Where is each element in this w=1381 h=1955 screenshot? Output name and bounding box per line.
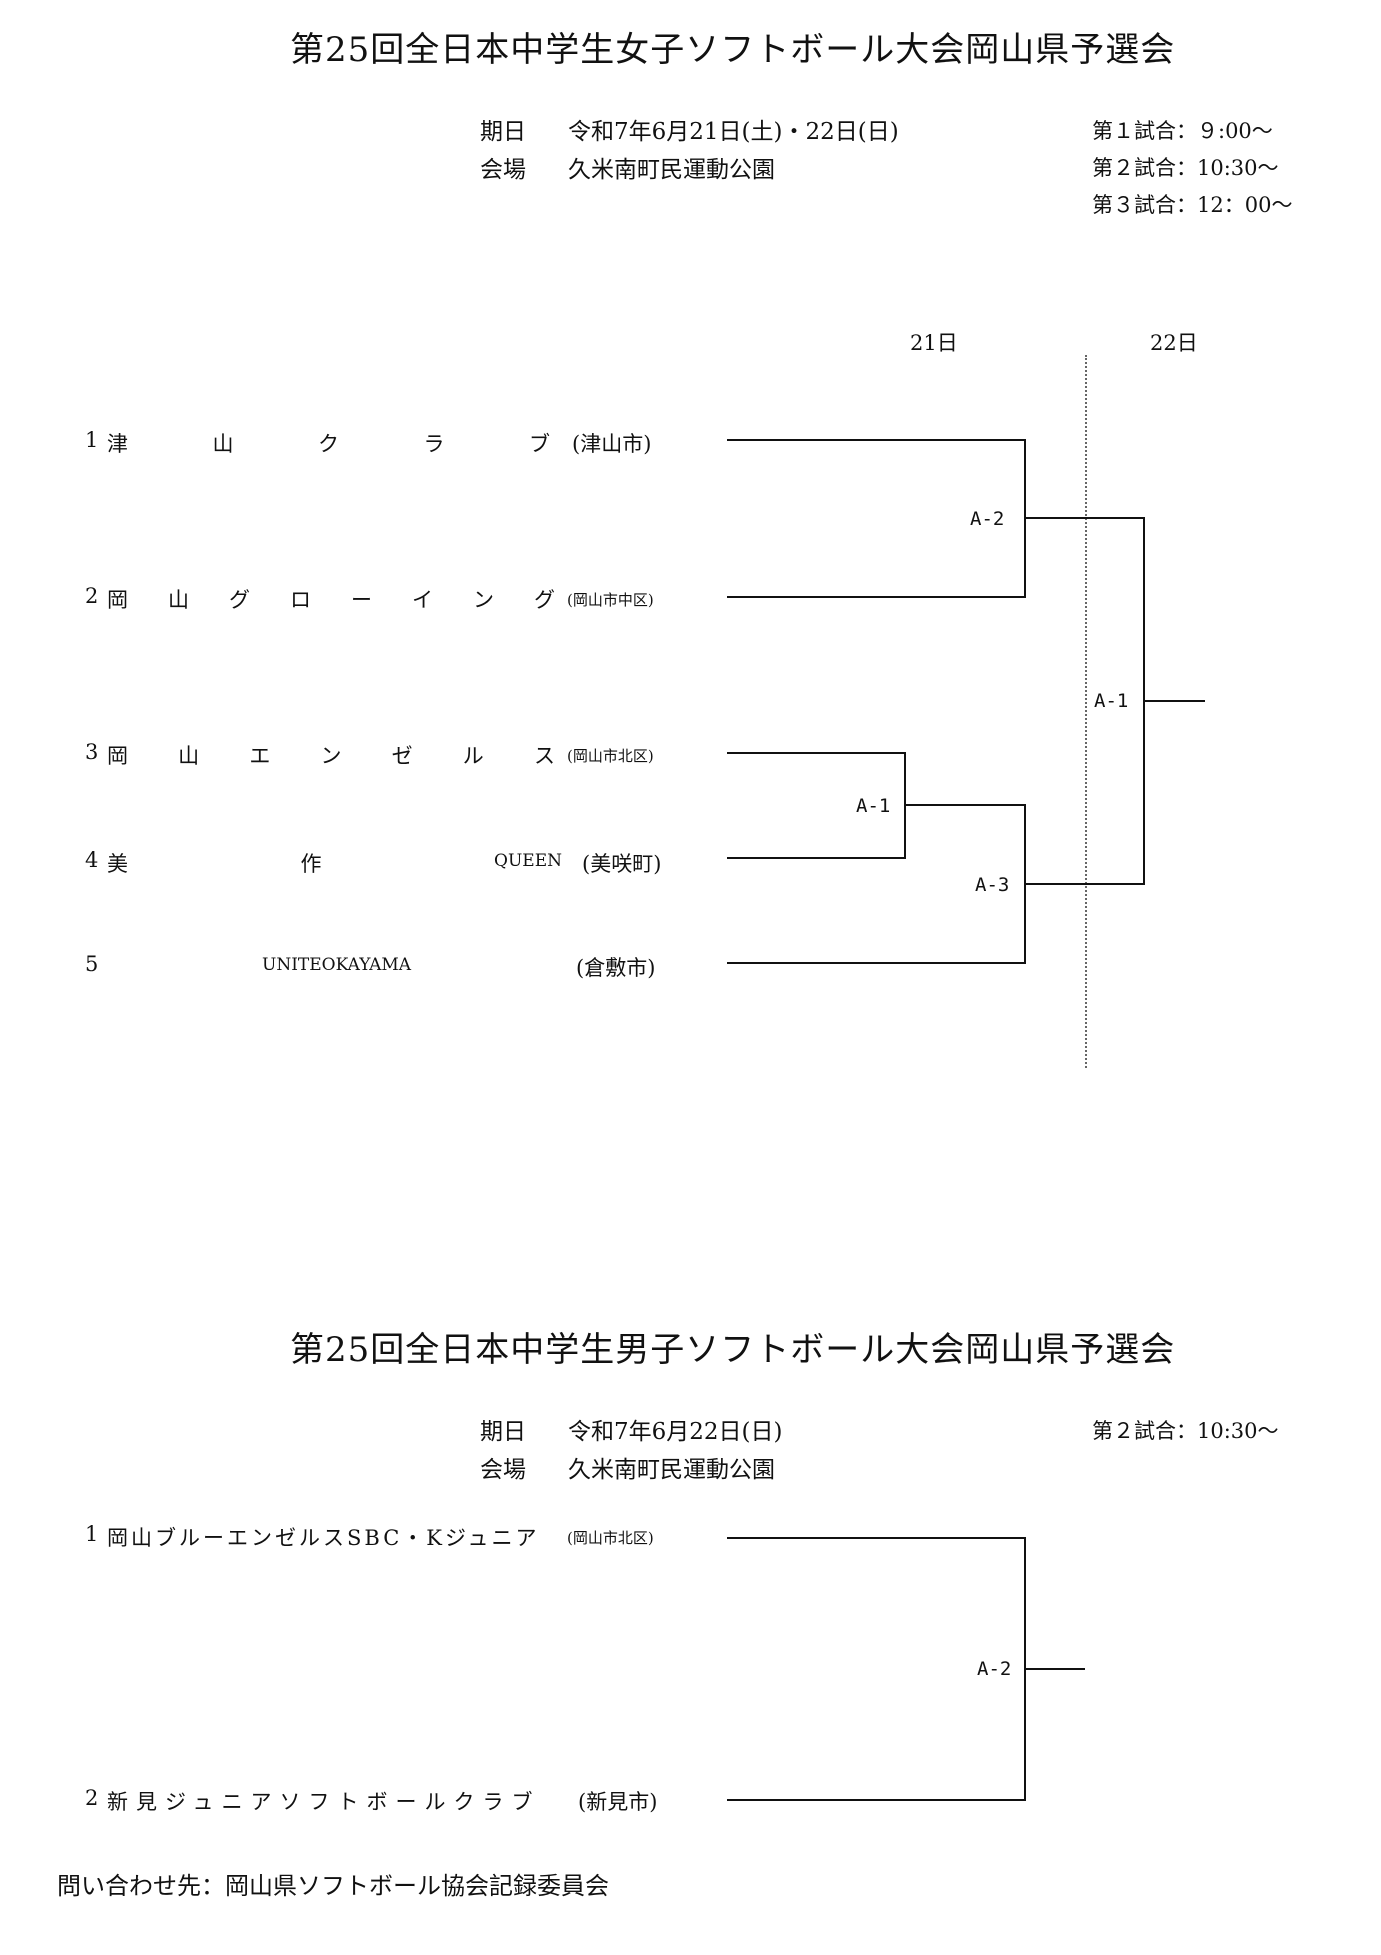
match-label: A-2 xyxy=(970,508,1005,530)
match-label: A-1 xyxy=(1094,690,1129,712)
girls-time-1: 第１試合：９:00～ xyxy=(1092,119,1273,143)
girls-title: 第25回全日本中学生女子ソフトボール大会岡山県予選会 xyxy=(290,30,1176,70)
team-city: (岡山市北区) xyxy=(567,747,654,765)
team-number: 2 xyxy=(85,1786,99,1810)
team-number: 5 xyxy=(85,952,99,976)
team-name-char: グ xyxy=(229,588,250,612)
boys-title: 第25回全日本中学生男子ソフトボール大会岡山県予選会 xyxy=(290,1330,1176,1370)
girls-date-label: 期日 xyxy=(480,119,526,145)
team-name-char: 山 xyxy=(212,432,234,456)
bracket-line xyxy=(727,439,1026,441)
team-name-char: ル xyxy=(462,744,484,768)
team-city: (美咲町) xyxy=(582,852,662,876)
bracket-line xyxy=(1024,883,1145,885)
team-name-char: QUEEN xyxy=(494,851,562,871)
team-city: (津山市) xyxy=(572,432,652,456)
team-name: 新見ジュニアソフトボールクラブ xyxy=(107,1790,541,1814)
day-divider xyxy=(1085,355,1087,1068)
girls-time-2: 第２試合：10:30～ xyxy=(1092,156,1279,180)
day-label-22: 22日 xyxy=(1150,331,1198,355)
team-name-char: 山 xyxy=(168,588,189,612)
bracket-line xyxy=(727,962,1026,964)
team-name-char: 作 xyxy=(300,852,322,876)
team-name-char: 岡 xyxy=(107,588,128,612)
match-label: A-1 xyxy=(856,795,891,817)
match-label: A-3 xyxy=(975,874,1010,896)
bracket-line xyxy=(727,1537,1026,1539)
team-name: 岡山ブルーエンゼルスSBC・Kジュニア xyxy=(107,1526,540,1550)
girls-venue-value: 久米南町民運動公園 xyxy=(568,157,775,183)
team-number: 4 xyxy=(85,848,99,872)
bracket-line xyxy=(727,752,906,754)
team-name-char: ブ xyxy=(529,432,550,456)
boys-venue-value: 久米南町民運動公園 xyxy=(568,1457,775,1483)
team-name-char: ク xyxy=(318,432,339,456)
team-name-char: ラ xyxy=(423,432,445,456)
team-name-char: ロ xyxy=(290,588,311,612)
team-name: 岡 山 エ ン ゼ ル ス xyxy=(107,740,555,770)
bracket-line xyxy=(1024,517,1145,519)
team-name: 岡 山 グ ロ ー イ ン グ xyxy=(107,584,555,614)
team-name-char: ゼ xyxy=(391,744,413,768)
boys-time-1: 第２試合：10:30～ xyxy=(1092,1419,1279,1443)
team-name-char: 山 xyxy=(178,744,200,768)
team-name-char: エ xyxy=(249,744,271,768)
team-city: (新見市) xyxy=(578,1790,658,1814)
bracket-line xyxy=(727,857,906,859)
team-city: (倉敷市) xyxy=(576,956,656,980)
boys-date-label: 期日 xyxy=(480,1419,526,1445)
team-number: 1 xyxy=(85,1522,99,1546)
girls-venue-label: 会場 xyxy=(480,157,526,183)
boys-venue-label: 会場 xyxy=(480,1457,526,1483)
boys-date-value: 令和7年6月22日(日) xyxy=(568,1419,783,1445)
contact-footer: 問い合わせ先：岡山県ソフトボール協会記録委員会 xyxy=(57,1872,609,1900)
team-name-char: 津 xyxy=(107,432,128,456)
team-name-char: ン xyxy=(473,588,494,612)
team-name-char: ー xyxy=(351,588,372,612)
team-city: (岡山市北区) xyxy=(567,1529,654,1547)
bracket-line xyxy=(1024,1668,1085,1670)
team-name-char: イ xyxy=(412,588,433,612)
team-name-char: ン xyxy=(320,744,342,768)
match-label: A-2 xyxy=(977,1658,1012,1680)
team-name: 津 山 ク ラ ブ xyxy=(107,428,550,458)
team-name-char: 岡 xyxy=(107,744,128,768)
bracket-line xyxy=(904,804,1026,806)
team-number: 3 xyxy=(85,740,99,764)
team-name: UNITEOKAYAMA xyxy=(262,955,412,975)
team-name: 美 作 QUEEN xyxy=(107,848,562,878)
bracket-line xyxy=(1143,700,1205,702)
day-label-21: 21日 xyxy=(910,331,958,355)
girls-date-value: 令和7年6月21日(土)・22日(日) xyxy=(568,119,899,145)
team-city: (岡山市中区) xyxy=(567,591,654,609)
team-number: 2 xyxy=(85,584,99,608)
bracket-line xyxy=(727,596,1026,598)
team-number: 1 xyxy=(85,428,99,452)
team-name-char: ス xyxy=(533,744,555,768)
girls-time-3: 第３試合：12：00～ xyxy=(1092,193,1293,217)
bracket-line xyxy=(727,1799,1026,1801)
team-name-char: グ xyxy=(534,588,555,612)
team-name-char: 美 xyxy=(107,852,128,876)
